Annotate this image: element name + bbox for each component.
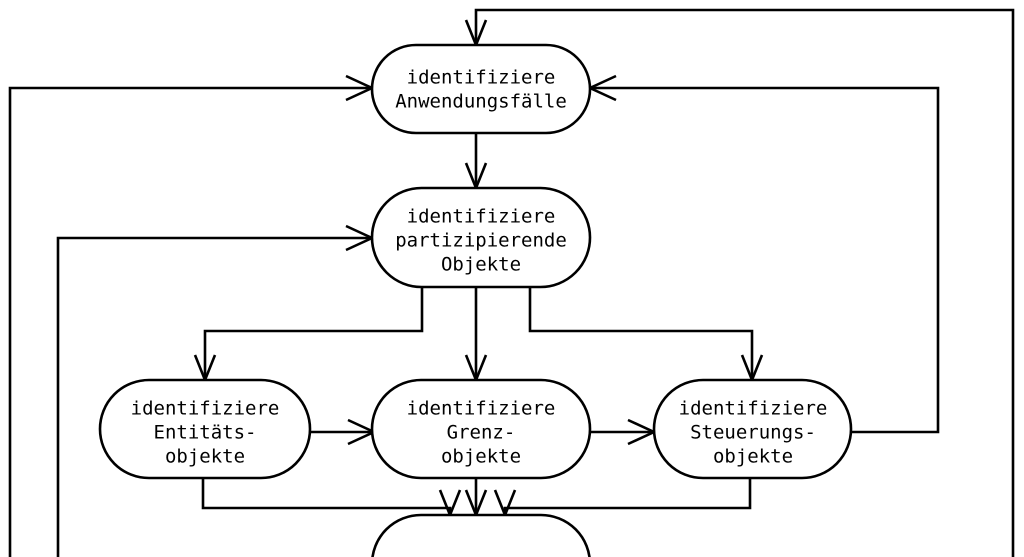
node-steuerungsobjekte[interactable]: identifiziere Steuerungs- objekte xyxy=(652,378,853,480)
node-steuerungsobjekte-line-1: identifiziere xyxy=(679,398,828,420)
node-entitaetsobjekte[interactable]: identifiziere Entitäts- objekte xyxy=(98,378,312,480)
node-entitaetsobjekte-line-2: Entitäts- xyxy=(154,422,257,444)
node-bottom-partial[interactable] xyxy=(371,513,591,557)
node-grenzobjekte-line-3: objekte xyxy=(441,446,521,468)
edge-layer xyxy=(8,8,1015,557)
edge-partizipierende-to-steuerung xyxy=(528,287,754,378)
node-grenzobjekte-line-1: identifiziere xyxy=(407,398,556,420)
node-partizipierende-objekte-shape xyxy=(370,186,592,289)
edge-partizipierende-to-entitaet xyxy=(203,287,424,378)
edge-steuerung-to-bottom-node xyxy=(503,478,752,513)
node-entitaetsobjekte-line-1: identifiziere xyxy=(131,398,280,420)
edge-left-inner-loop-to-partizipierende xyxy=(56,236,370,557)
node-partizipierende-objekte[interactable]: identifiziere partizipierende Objekte xyxy=(370,186,592,289)
node-bottom-partial-shape xyxy=(371,513,591,557)
node-anwendungsfaelle-shape xyxy=(370,43,592,135)
edge-entitaet-to-bottom-node xyxy=(201,478,452,513)
node-entitaetsobjekte-shape xyxy=(98,378,312,480)
node-anwendungsfaelle[interactable]: identifiziere Anwendungsfälle xyxy=(370,43,592,135)
node-grenzobjekte-line-2: Grenz- xyxy=(447,422,516,444)
node-partizipierende-objekte-line-3: Objekte xyxy=(441,254,521,276)
node-steuerungsobjekte-shape xyxy=(652,378,853,480)
node-partizipierende-objekte-line-1: identifiziere xyxy=(407,206,556,228)
node-grenzobjekte[interactable]: identifiziere Grenz- objekte xyxy=(370,378,592,480)
edge-left-outer-loop-to-anwendungsfaelle xyxy=(8,86,370,557)
node-anwendungsfaelle-line-1: identifiziere xyxy=(407,67,556,89)
node-entitaetsobjekte-line-3: objekte xyxy=(165,446,245,468)
edge-top-outer-loop xyxy=(474,8,1015,557)
node-steuerungsobjekte-line-2: Steuerungs- xyxy=(690,422,816,444)
node-grenzobjekte-shape xyxy=(370,378,592,480)
node-layer: identifiziere Anwendungsfälle identifizi… xyxy=(98,43,853,557)
edge-steuerung-to-anwendungsfaelle xyxy=(592,86,940,434)
node-partizipierende-objekte-line-2: partizipierende xyxy=(395,230,567,252)
node-anwendungsfaelle-line-2: Anwendungsfälle xyxy=(395,91,567,113)
node-steuerungsobjekte-line-3: objekte xyxy=(713,446,793,468)
